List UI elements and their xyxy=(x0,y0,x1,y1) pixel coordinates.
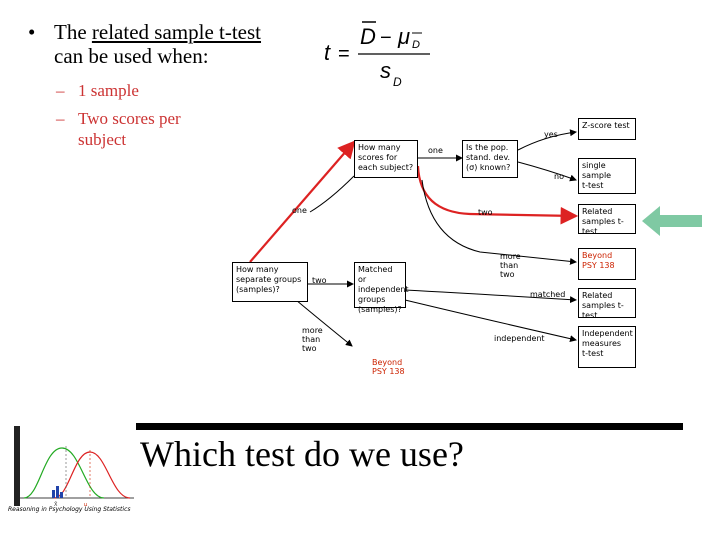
svg-text:X̄: X̄ xyxy=(54,501,58,506)
label-line: two xyxy=(500,270,515,279)
edge-one-left-line xyxy=(309,175,355,213)
box-text: samples t-test xyxy=(582,217,624,236)
label-line: more xyxy=(500,252,521,261)
t-formula: t = D − μ D s D xyxy=(324,21,430,89)
box-text: Related xyxy=(582,291,613,300)
footer-caption: Reasoning in Psychology Using Statistics xyxy=(8,506,131,513)
label-independent: independent xyxy=(494,334,545,343)
box-text: t-test xyxy=(582,181,604,190)
formula-t: t xyxy=(324,40,331,65)
edge-yes-line xyxy=(517,129,577,151)
result-beyond-1: Beyond PSY 138 xyxy=(578,248,636,280)
result-z-score: Z-score test xyxy=(578,118,636,140)
sub-dash: – xyxy=(56,81,65,100)
edge-matched-line xyxy=(404,289,577,304)
sub-bullet-text-line2: subject xyxy=(78,130,127,149)
box-text: (σ) known? xyxy=(466,163,511,172)
box-text: How many xyxy=(236,265,279,274)
label-two-groups: two xyxy=(312,276,327,285)
box-text: t-test xyxy=(582,349,604,358)
box-how-many-scores: How many scores for each subject? xyxy=(354,140,418,178)
svg-text:μ: μ xyxy=(84,502,88,506)
formula-equals: = xyxy=(338,43,350,65)
result-related-samples-2: Related samples t-test xyxy=(578,288,636,320)
label-line: more xyxy=(302,326,323,335)
label-line: than xyxy=(302,335,321,344)
box-is-sd-known: Is the pop. stand. dev. (σ) known? xyxy=(462,140,518,178)
result-independent-measures: Independent measures t-test xyxy=(578,326,636,368)
footer-divider xyxy=(136,423,683,430)
edge-no-line xyxy=(517,161,577,182)
box-text: (samples)? xyxy=(358,305,402,314)
formula-mu-sub: D xyxy=(412,39,420,51)
edge-independent-line xyxy=(404,299,577,343)
bullet-underlined-term: related sample t-test xyxy=(91,20,262,44)
label-line: than xyxy=(500,261,519,270)
edge-groups-more-line xyxy=(295,299,353,347)
box-text: Z-score test xyxy=(582,121,630,130)
box-text: measures xyxy=(582,339,622,348)
box-text: Related xyxy=(582,207,613,216)
box-text: stand. dev. xyxy=(466,153,511,162)
box-text: Matched or xyxy=(358,265,393,284)
box-text: independent xyxy=(358,285,409,294)
sub-bullet-text: 1 sample xyxy=(78,81,139,100)
label-matched: matched xyxy=(530,290,566,299)
label-two-top: two xyxy=(478,208,493,217)
box-text: separate groups xyxy=(236,275,302,284)
result-related-samples-1: Related samples t-test xyxy=(578,204,636,236)
box-matched-or-independent: Matched or independent groups (samples)? xyxy=(354,262,409,314)
box-text: groups xyxy=(358,295,386,304)
label-no: no xyxy=(554,172,564,181)
formula-mu: μ xyxy=(397,24,410,49)
label-one-left: one xyxy=(292,206,307,215)
edge-more-than-two-line xyxy=(421,179,577,265)
bullet-line-two: can be used when: xyxy=(54,44,209,68)
formula-minus: − xyxy=(380,27,392,49)
label-more-than-two-top: more than two xyxy=(500,252,521,279)
box-text: Is the pop. xyxy=(466,143,509,152)
label-more-than-two-bottom: more than two xyxy=(302,326,323,353)
bullet-dot: • xyxy=(28,20,36,44)
box-text: Beyond xyxy=(582,251,613,260)
box-text: scores for xyxy=(358,153,398,162)
sub-dash: – xyxy=(56,109,65,128)
formula-s: s xyxy=(380,58,391,83)
formula-d: D xyxy=(360,24,376,49)
label-one: one xyxy=(428,146,443,155)
formula-s-sub: D xyxy=(393,75,402,89)
distribution-curves-logo: X̄ μ xyxy=(14,426,134,506)
edge-two-red-line xyxy=(416,165,579,225)
box-text: samples t-test xyxy=(582,301,624,320)
box-text: single sample xyxy=(582,161,612,180)
box-how-many-groups: How many separate groups (samples)? xyxy=(232,262,308,302)
label-line: Beyond xyxy=(372,358,403,367)
label-line: two xyxy=(302,344,317,353)
bullet-text: The related sample t-test can be used wh… xyxy=(54,20,324,68)
sub-bullet-text-line1: Two scores per xyxy=(78,109,181,128)
box-text: PSY 138 xyxy=(582,261,615,270)
footer-title: Which test do we use? xyxy=(140,434,464,474)
label-yes: yes xyxy=(544,130,558,139)
red-highlight-arrow xyxy=(249,140,356,263)
box-text: How many xyxy=(358,143,401,152)
box-text: (samples)? xyxy=(236,285,280,294)
box-text: Independent xyxy=(582,329,633,338)
box-text: each subject? xyxy=(358,163,414,172)
left-arrow-icon xyxy=(642,206,702,236)
beyond-bottom-label: Beyond PSY 138 xyxy=(372,358,405,376)
result-single-sample: single sample t-test xyxy=(578,158,636,194)
bullet-intro: The xyxy=(54,20,92,44)
label-line: PSY 138 xyxy=(372,367,405,376)
